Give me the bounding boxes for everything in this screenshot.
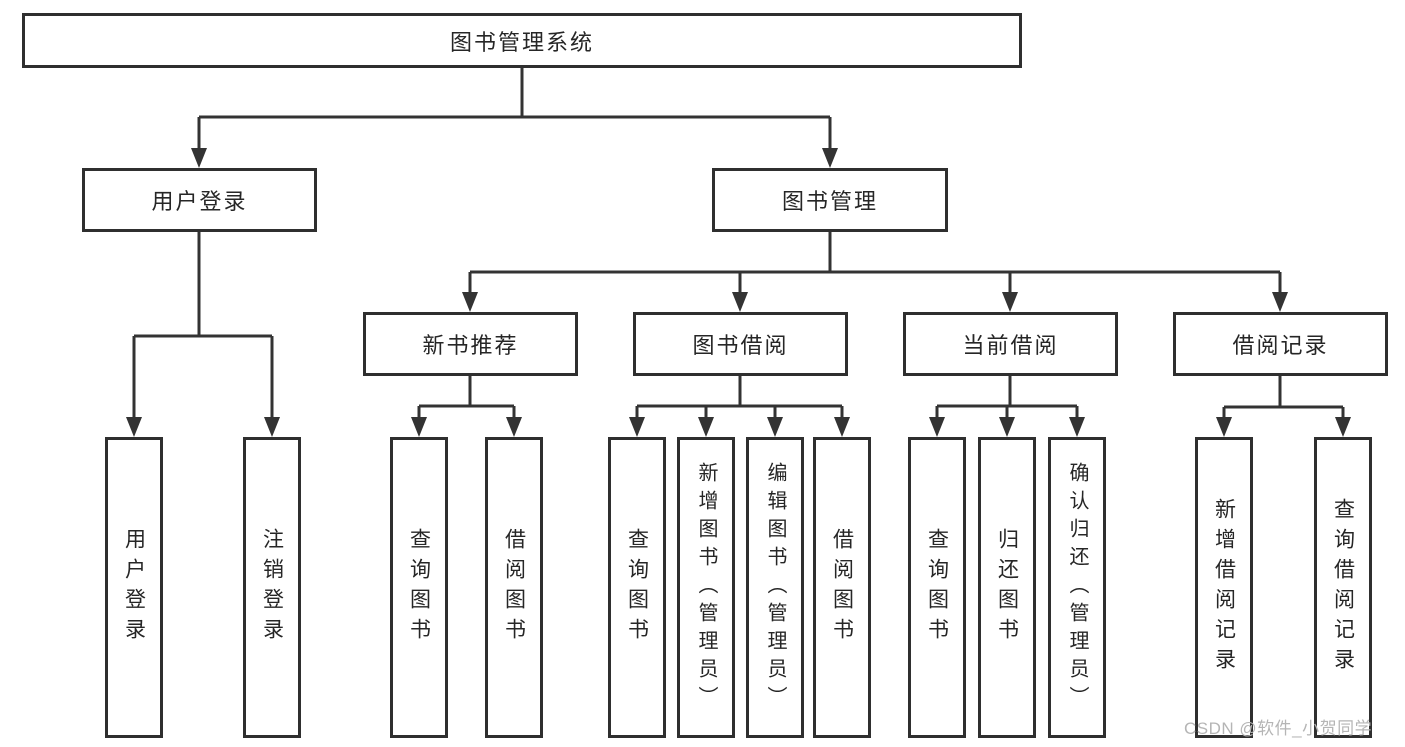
leaf-user-login: 用户登录 — [105, 437, 163, 738]
leaf-return-books: 归还图书 — [978, 437, 1036, 738]
node-current-borrowing-label: 当前借阅 — [962, 333, 1059, 358]
leaf-confirm-return-admin: 确认归还（管理员） — [1048, 437, 1106, 738]
csdn-watermark: CSDN @软件_小贺同学 — [1184, 719, 1373, 738]
leaf-borrow-books-borrowing: 借阅图书 — [813, 437, 871, 738]
leaf-borrow-books-borrowing-label: 借阅图书 — [830, 527, 854, 648]
leaf-borrow-books-recommend: 借阅图书 — [485, 437, 543, 738]
leaf-query-books-current: 查询图书 — [908, 437, 966, 738]
node-root-system: 图书管理系统 — [22, 13, 1022, 68]
node-borrowing-records-label: 借阅记录 — [1232, 333, 1329, 358]
leaf-return-books-label: 归还图书 — [995, 527, 1019, 648]
leaf-query-books-recommend-label: 查询图书 — [407, 527, 431, 648]
leaf-add-borrow-record: 新增借阅记录 — [1195, 437, 1253, 738]
node-book-management: 图书管理 — [712, 168, 948, 232]
leaf-query-borrow-record: 查询借阅记录 — [1314, 437, 1372, 738]
node-root-system-label: 图书管理系统 — [449, 29, 594, 55]
leaf-add-borrow-record-label: 新增借阅记录 — [1212, 497, 1236, 678]
leaf-logout-login: 注销登录 — [243, 437, 301, 738]
node-current-borrowing: 当前借阅 — [903, 312, 1118, 376]
node-user-login-label: 用户登录 — [151, 189, 248, 214]
leaf-query-books-borrowing-label: 查询图书 — [625, 527, 649, 648]
arrowheads — [126, 148, 1351, 437]
leaf-edit-books-admin: 编辑图书（管理员） — [746, 437, 804, 738]
leaf-logout-login-label: 注销登录 — [260, 527, 284, 648]
leaf-query-books-current-label: 查询图书 — [925, 527, 949, 648]
leaf-query-books-borrowing: 查询图书 — [608, 437, 666, 738]
node-book-borrowing: 图书借阅 — [633, 312, 848, 376]
node-user-login: 用户登录 — [82, 168, 317, 232]
leaf-add-books-admin: 新增图书（管理员） — [677, 437, 735, 738]
node-book-management-label: 图书管理 — [781, 189, 878, 214]
leaf-edit-books-admin-label: 编辑图书（管理员） — [764, 461, 786, 714]
node-borrowing-records: 借阅记录 — [1173, 312, 1388, 376]
leaf-query-borrow-record-label: 查询借阅记录 — [1331, 497, 1355, 678]
leaf-query-books-recommend: 查询图书 — [390, 437, 448, 738]
leaf-user-login-label: 用户登录 — [122, 527, 146, 648]
node-new-book-recommend-label: 新书推荐 — [422, 333, 519, 358]
leaf-add-books-admin-label: 新增图书（管理员） — [695, 461, 717, 714]
node-book-borrowing-label: 图书借阅 — [692, 333, 789, 358]
leaf-confirm-return-admin-label: 确认归还（管理员） — [1066, 461, 1088, 714]
leaf-borrow-books-recommend-label: 借阅图书 — [502, 527, 526, 648]
node-new-book-recommend: 新书推荐 — [363, 312, 578, 376]
